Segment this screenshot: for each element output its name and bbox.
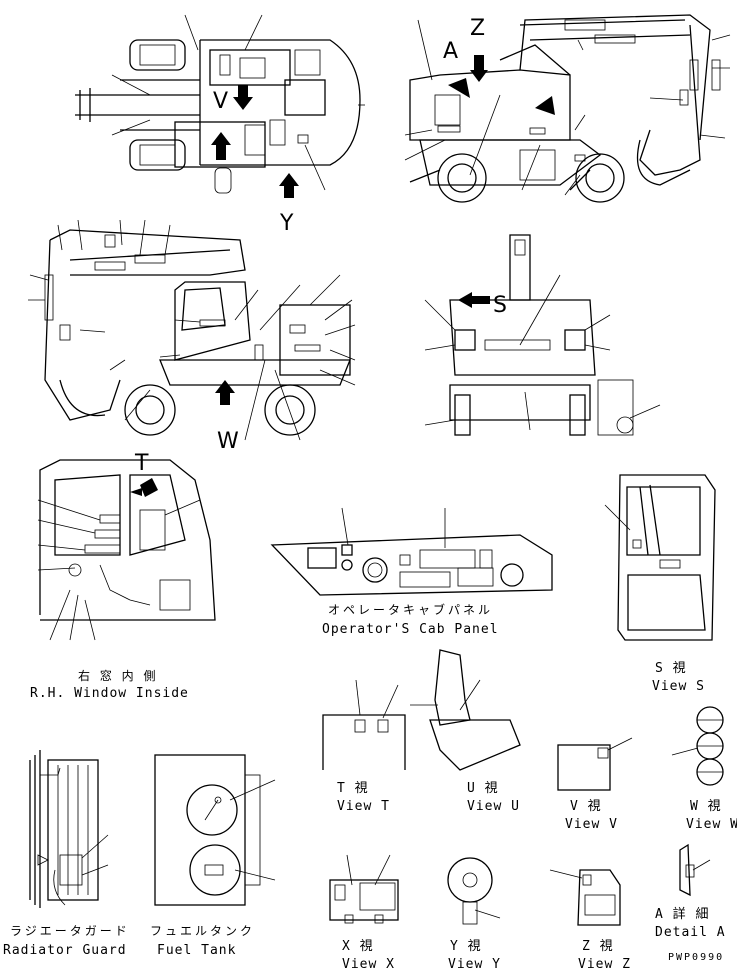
arrow-t-icon	[140, 478, 158, 497]
fuel-tank-view: フュエルタンク Fuel Tank	[150, 754, 276, 958]
view-x-caption-jp: X 視	[342, 939, 374, 954]
view-u: U 視 View U	[410, 649, 521, 814]
view-y: Y 視 View Y	[447, 857, 501, 969]
view-s-caption-en: View S	[652, 679, 705, 694]
letter-y: Y	[279, 211, 294, 236]
arrow-s-icon	[458, 292, 490, 308]
right-side-view: Z A	[404, 14, 731, 203]
view-y-caption-en: View Y	[448, 957, 501, 969]
view-t-caption-jp: T 視	[337, 781, 369, 796]
rh-window-caption-jp: 右 窓 内 側	[78, 668, 158, 683]
drawing-code: PWP0990	[668, 952, 724, 963]
arrow-w-icon	[215, 380, 235, 405]
view-x: X 視 View X	[329, 854, 399, 969]
letter-v: V	[213, 89, 228, 114]
arrow-up-icon	[211, 132, 231, 160]
view-u-caption-en: View U	[467, 799, 520, 814]
cab-panel-caption-jp: オペレータキャブパネル	[328, 602, 493, 617]
view-w: W 視 View W	[671, 706, 737, 832]
arrow-y-icon	[279, 173, 299, 198]
view-x-caption-en: View X	[342, 957, 395, 969]
radiator-caption-jp: ラジエータガード	[10, 924, 130, 938]
radiator-caption-en: Radiator Guard	[3, 943, 127, 958]
rh-window-inside-view: T 右 窓 内 側 R.H. Window Inside	[30, 451, 216, 701]
rh-window-caption-en: R.H. Window Inside	[30, 686, 189, 701]
detail-a-caption-jp: A 詳 細	[655, 906, 709, 922]
letter-s: S	[493, 293, 507, 318]
cab-panel-view: オペレータキャブパネル Operator'S Cab Panel	[270, 507, 553, 637]
view-z: Z 視 View Z	[549, 869, 631, 969]
view-v-caption-en: View V	[565, 817, 618, 832]
view-t: T 視 View T	[322, 679, 406, 814]
detail-a: A 詳 細 Detail A	[655, 843, 726, 940]
view-z-caption-jp: Z 視	[582, 939, 614, 954]
view-w-caption-jp: W 視	[690, 799, 722, 814]
view-u-caption-jp: U 視	[467, 781, 499, 796]
view-t-caption-en: View T	[337, 799, 390, 814]
letter-t: T	[134, 451, 149, 476]
cab-panel-caption-en: Operator'S Cab Panel	[322, 622, 499, 637]
rear-view: S	[424, 234, 661, 436]
fuel-tank-caption-en: Fuel Tank	[157, 943, 236, 958]
view-z-caption-en: View Z	[578, 957, 631, 969]
view-w-caption-en: View W	[686, 817, 737, 832]
letter-z: Z	[470, 16, 485, 41]
letter-a: A	[443, 39, 458, 64]
view-v-caption-jp: V 視	[570, 799, 602, 814]
view-s-caption-jp: S 視	[655, 661, 687, 676]
radiator-guard-view: ラジエータガード Radiator Guard	[3, 750, 130, 958]
view-s: S 視 View S	[604, 474, 716, 694]
top-plan-view: V Y	[75, 14, 365, 236]
view-y-caption-jp: Y 視	[450, 939, 482, 954]
arrow-side-icon	[535, 96, 555, 115]
arrow-v-icon	[233, 85, 253, 110]
view-v: V 視 View V	[557, 737, 633, 832]
letter-w: W	[217, 429, 239, 454]
fuel-tank-caption-jp: フュエルタンク	[150, 924, 255, 938]
left-side-view: W	[28, 219, 356, 454]
arrow-a-icon	[448, 78, 470, 98]
detail-a-caption-en: Detail A	[655, 925, 726, 940]
arrow-z-icon	[470, 55, 488, 82]
